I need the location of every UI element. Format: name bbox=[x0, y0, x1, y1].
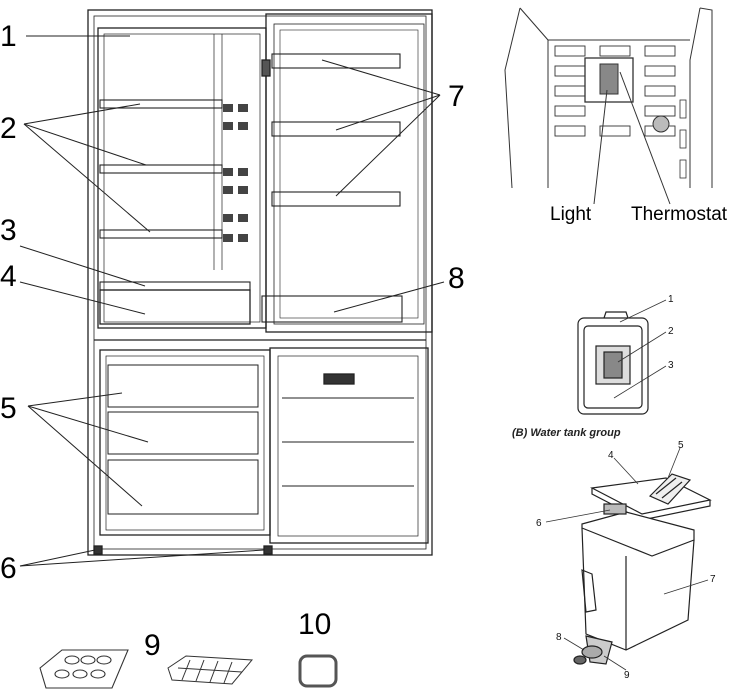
door-balconies bbox=[261, 53, 403, 323]
fridge-leader-lines bbox=[19, 35, 445, 567]
callout-1: 1 bbox=[0, 20, 17, 53]
callout-3: 3 bbox=[0, 214, 17, 247]
thermostat-label: Thermostat bbox=[631, 204, 728, 225]
tank-number-5: 5 bbox=[678, 440, 684, 451]
ceiling-drawing bbox=[504, 7, 713, 189]
dispenser-leader-lines bbox=[613, 299, 667, 399]
tank-leader-lines bbox=[545, 447, 709, 671]
water-tank-drawing bbox=[573, 473, 712, 665]
fridge-callouts: 1 2 3 4 5 6 7 8 bbox=[0, 20, 465, 585]
callout-8: 8 bbox=[448, 262, 465, 295]
panel-number-1: 1 bbox=[668, 294, 674, 305]
panel-number-2: 2 bbox=[668, 326, 674, 337]
callout-7: 7 bbox=[448, 80, 465, 113]
light-label: Light bbox=[550, 204, 592, 225]
tank-number-8: 9 bbox=[624, 670, 630, 681]
ice-tray-drawing bbox=[167, 655, 254, 685]
accessory-label-10: 10 bbox=[298, 608, 331, 641]
callout-4: 4 bbox=[0, 260, 17, 293]
dispenser-panel-drawing bbox=[577, 311, 649, 415]
callout-5: 5 bbox=[0, 392, 17, 425]
callout-2: 2 bbox=[0, 112, 17, 145]
egg-tray-drawing bbox=[39, 649, 129, 689]
shelf-clips bbox=[223, 104, 248, 242]
storage-box-drawing bbox=[298, 654, 338, 688]
tank-number-9: 8 bbox=[556, 632, 562, 643]
tank-number-6: 6 bbox=[536, 518, 542, 529]
ceiling-leader-lines bbox=[593, 71, 671, 205]
tank-number-4: 4 bbox=[608, 450, 614, 461]
panel-number-3: 3 bbox=[668, 360, 674, 371]
water-tank-caption: (B) Water tank group bbox=[512, 427, 621, 439]
fridge-drawing bbox=[87, 9, 433, 556]
tank-number-7: 7 bbox=[710, 574, 716, 585]
accessory-label-9: 9 bbox=[144, 629, 161, 662]
freezer-drawers bbox=[107, 364, 259, 515]
callout-6: 6 bbox=[0, 552, 17, 585]
